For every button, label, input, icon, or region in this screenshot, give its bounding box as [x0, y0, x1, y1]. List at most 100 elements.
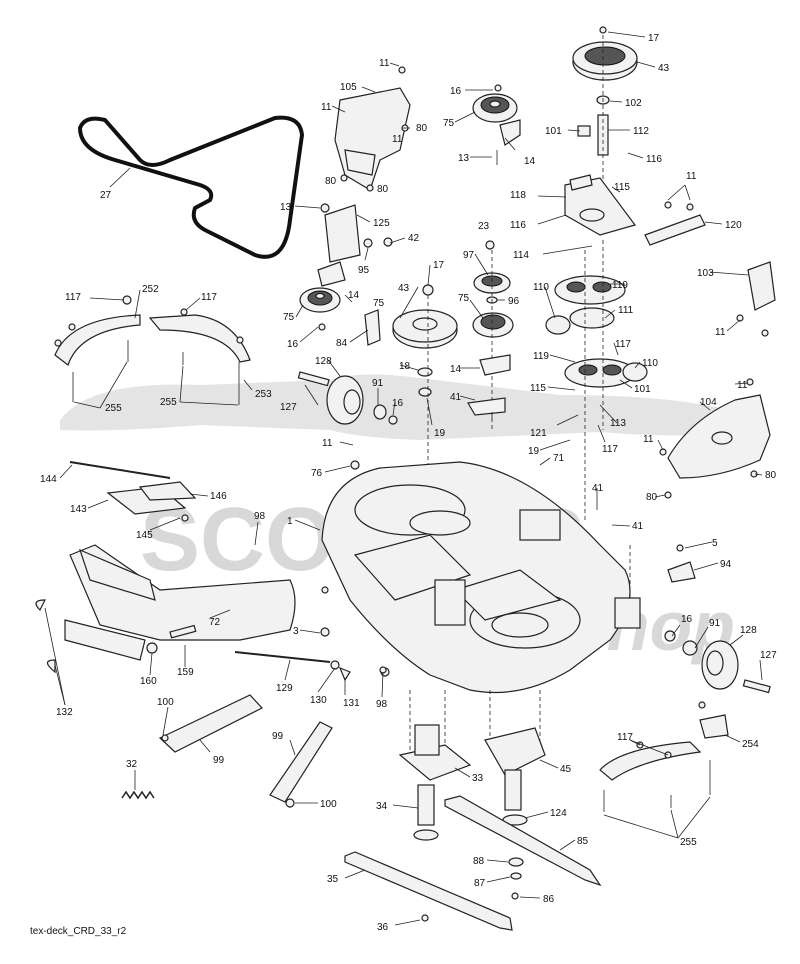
label-16: 16 [287, 339, 299, 350]
label-36: 36 [377, 922, 389, 933]
height-linkage [69, 461, 197, 522]
label-84: 84 [336, 338, 348, 349]
label-16: 16 [392, 398, 404, 409]
label-143: 143 [70, 504, 87, 515]
label-72: 72 [209, 617, 221, 628]
label-85: 85 [577, 836, 589, 847]
label-88: 88 [473, 856, 485, 867]
label-87: 87 [474, 878, 486, 889]
label-103: 103 [697, 268, 714, 279]
label-99: 99 [272, 731, 284, 742]
label-110: 110 [642, 358, 658, 369]
label-121: 121 [530, 428, 547, 439]
belt-cover [659, 378, 771, 499]
label-3: 3 [293, 626, 299, 637]
label-11: 11 [715, 327, 726, 338]
label-80: 80 [646, 492, 658, 503]
mower-deck [320, 460, 641, 760]
label-144: 144 [40, 474, 57, 485]
label-1: 1 [287, 516, 293, 527]
label-125: 125 [373, 218, 390, 229]
label-146: 146 [210, 491, 227, 502]
label-80: 80 [416, 123, 428, 134]
gauge-wheel-left [297, 371, 398, 425]
label-160: 160 [140, 676, 157, 687]
label-253: 253 [255, 389, 272, 400]
label-102: 102 [625, 98, 642, 109]
deck-baffles [54, 295, 251, 405]
label-115: 115 [530, 383, 546, 394]
label-45: 45 [560, 764, 572, 775]
label-80: 80 [377, 184, 389, 195]
label-96: 96 [508, 296, 520, 307]
label-255: 255 [105, 403, 122, 414]
lift-arms [158, 694, 333, 808]
label-11: 11 [322, 438, 333, 449]
discharge-chute [35, 544, 296, 674]
label-98: 98 [254, 511, 266, 522]
drive-pulley-upper [572, 26, 638, 200]
label-11: 11 [737, 380, 748, 391]
label-115: 115 [614, 182, 630, 193]
label-17: 17 [433, 260, 445, 271]
label-130: 130 [310, 695, 327, 706]
label-111: 111 [618, 305, 634, 316]
label-145: 145 [136, 530, 153, 541]
label-113: 113 [610, 418, 626, 429]
label-101: 101 [545, 126, 562, 137]
rod-assembly [234, 651, 387, 682]
label-119: 119 [612, 280, 628, 291]
label-104: 104 [700, 397, 717, 408]
label-117: 117 [617, 732, 633, 743]
label-117: 117 [602, 444, 618, 455]
label-75: 75 [443, 118, 455, 129]
label-80: 80 [765, 470, 777, 481]
label-13: 13 [280, 202, 292, 213]
label-127: 127 [280, 402, 297, 413]
label-19: 19 [434, 428, 446, 439]
label-101: 101 [634, 384, 651, 395]
label-75: 75 [373, 298, 385, 309]
deck-baffle-right [599, 701, 729, 812]
label-86: 86 [543, 894, 555, 905]
label-127: 127 [760, 650, 777, 661]
label-97: 97 [463, 250, 475, 261]
label-75: 75 [283, 312, 295, 323]
label-117: 117 [201, 292, 217, 303]
leader-lines [44, 31, 763, 926]
label-35: 35 [327, 874, 339, 885]
label-105: 105 [340, 82, 357, 93]
idler-pulley-center [472, 240, 514, 430]
tension-spring [121, 790, 155, 800]
label-100: 100 [157, 697, 174, 708]
drive-pulley-center [364, 284, 458, 520]
label-110: 110 [533, 282, 549, 293]
label-5: 5 [712, 538, 718, 549]
label-91: 91 [709, 618, 721, 629]
label-255: 255 [160, 397, 177, 408]
mower-blades [344, 795, 602, 931]
label-11: 11 [392, 134, 403, 145]
label-41: 41 [592, 483, 604, 494]
gear-assembly [545, 240, 648, 520]
label-112: 112 [633, 126, 649, 137]
label-11: 11 [643, 434, 654, 445]
label-117: 117 [615, 339, 631, 350]
label-11: 11 [686, 171, 697, 182]
label-18: 18 [399, 361, 411, 372]
label-132: 132 [56, 707, 73, 718]
label-255: 255 [680, 837, 697, 848]
label-94: 94 [720, 559, 732, 570]
label-114: 114 [513, 250, 529, 261]
label-11: 11 [321, 102, 332, 113]
idler-pulley-upper [472, 84, 521, 165]
label-128: 128 [740, 625, 757, 636]
label-16: 16 [450, 86, 462, 97]
label-159: 159 [177, 667, 194, 678]
label-98: 98 [376, 699, 388, 710]
label-41: 41 [632, 521, 644, 532]
label-99: 99 [213, 755, 225, 766]
gearbox-bracket [564, 174, 706, 246]
label-118: 118 [510, 190, 526, 201]
label-32: 32 [126, 759, 138, 770]
